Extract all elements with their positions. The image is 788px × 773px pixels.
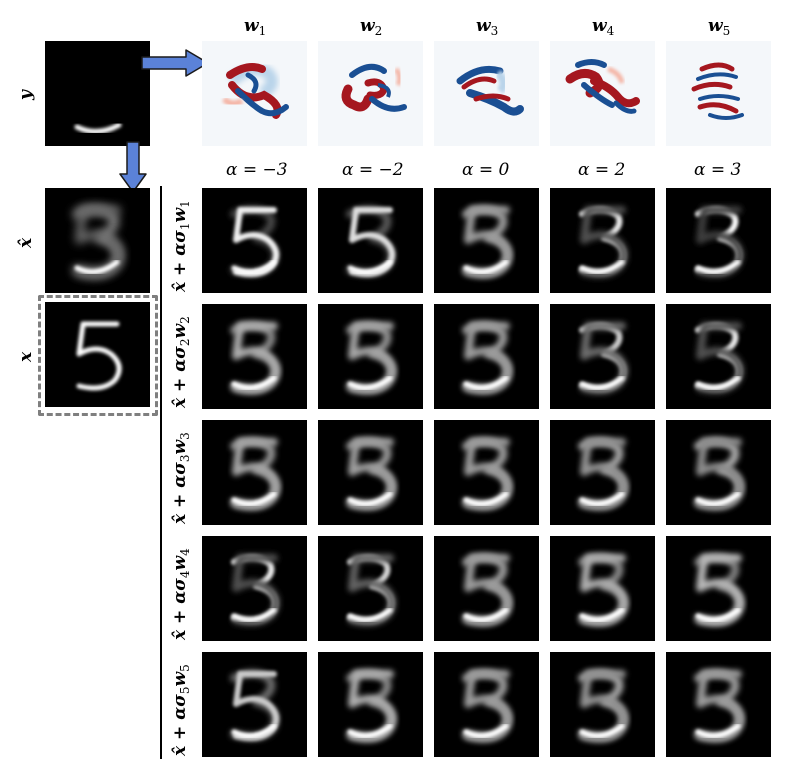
down-arrow-icon [119, 141, 147, 193]
reconstruction-tile-r2-c4 [550, 304, 655, 409]
separator-line [160, 186, 162, 759]
row-label-3: x̂ + ασ3w3 [170, 432, 192, 524]
weight-header-4: w4 [592, 16, 615, 38]
reconstruction-tile-r5-c1 [202, 652, 307, 757]
reconstruction-tile-r3-c4 [550, 420, 655, 525]
alpha-header-1: α = −3 [226, 160, 288, 180]
x-label: x [16, 351, 36, 362]
reconstruction-tile-r3-c1 [202, 420, 307, 525]
reconstruction-tile-r3-c2 [318, 420, 423, 525]
reconstruction-tile-r4-c1 [202, 536, 307, 641]
weight-map-1 [202, 41, 307, 146]
weight-header-2: w2 [360, 16, 383, 38]
reconstruction-tile-r2-c5 [666, 304, 771, 409]
reconstruction-tile-r3-c5 [666, 420, 771, 525]
weight-map-4 [550, 41, 655, 146]
ground-truth-highlight-box [38, 295, 158, 416]
alpha-header-2: α = −2 [342, 160, 404, 180]
alpha-header-3: α = 0 [462, 160, 510, 180]
reconstruction-tile-r5-c2 [318, 652, 423, 757]
weight-map-5 [666, 41, 771, 146]
reconstruction-tile-r2-c2 [318, 304, 423, 409]
ground-truth-x-image [45, 302, 150, 407]
reconstruction-tile-r2-c1 [202, 304, 307, 409]
reconstruction-tile-r1-c4 [550, 188, 655, 293]
weight-header-5: w5 [708, 16, 731, 38]
alpha-header-4: α = 2 [578, 160, 626, 180]
row-label-1: x̂ + ασ1w1 [170, 200, 192, 292]
reconstruction-tile-r4-c3 [434, 536, 539, 641]
weight-map-2 [318, 41, 423, 146]
weight-header-1: w1 [244, 16, 267, 38]
reconstruction-tile-r4-c5 [666, 536, 771, 641]
weight-map-3 [434, 41, 539, 146]
reconstruction-tile-r2-c3 [434, 304, 539, 409]
row-label-5: x̂ + ασ5w5 [170, 664, 192, 756]
reconstruction-tile-r4-c2 [318, 536, 423, 641]
reconstruction-tile-r1-c2 [318, 188, 423, 293]
reconstruction-tile-r5-c5 [666, 652, 771, 757]
reconstruction-tile-r4-c4 [550, 536, 655, 641]
observation-y-image [45, 41, 150, 146]
reconstruction-tile-r5-c3 [434, 652, 539, 757]
mean-estimate-x-hat-image [45, 188, 150, 293]
y-label: y [16, 90, 36, 100]
weight-header-3: w3 [476, 16, 499, 38]
reconstruction-tile-r3-c3 [434, 420, 539, 525]
reconstruction-tile-r1-c3 [434, 188, 539, 293]
right-arrow-icon [141, 49, 209, 77]
x-hat-label: x̂ [16, 237, 36, 248]
alpha-header-5: α = 3 [694, 160, 742, 180]
row-label-2: x̂ + ασ2w2 [170, 316, 192, 408]
reconstruction-tile-r1-c1 [202, 188, 307, 293]
reconstruction-tile-r1-c5 [666, 188, 771, 293]
reconstruction-tile-r5-c4 [550, 652, 655, 757]
row-label-4: x̂ + ασ4w4 [170, 548, 192, 640]
